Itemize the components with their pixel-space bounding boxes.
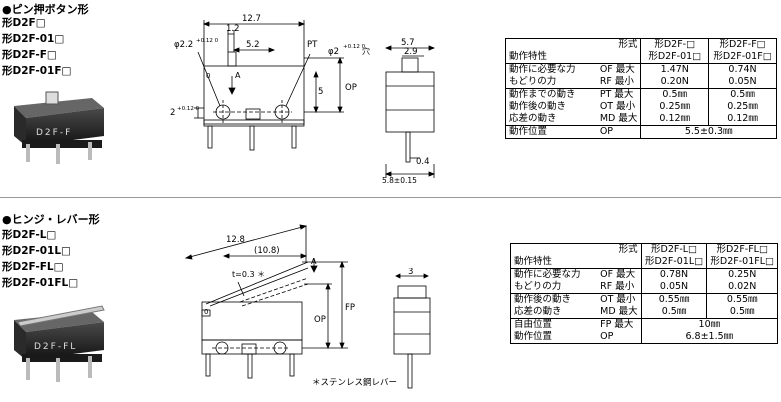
lever	[17, 305, 105, 327]
model-name: 形D2F-01FL□	[2, 277, 79, 289]
dim-5-8: 5.8±0.15	[382, 176, 417, 184]
model-name: 形D2F□	[2, 17, 46, 29]
table-header-corner: 形式 動作特性	[504, 38, 642, 64]
table-header-corner: 形式 動作特性	[510, 243, 642, 269]
model-name: 形D2F-01L□	[2, 245, 71, 257]
dim-hole-b-tol: +0.12 0	[343, 44, 366, 50]
dim-5-7: 5.7	[401, 38, 415, 48]
section1-model-list: 形D2F□ 形D2F-01□ 形D2F-F□ 形D2F-01F□	[2, 15, 71, 79]
column-header: 形D2F-L□形D2F-01L□	[640, 243, 708, 269]
dim-hole-b: φ2	[328, 47, 339, 57]
product-photo-pushbutton: D2F-F	[14, 91, 104, 164]
dim-2-9: 2.9	[404, 47, 418, 57]
dim-fp: FP	[345, 303, 355, 313]
dim-hole-b-unit: 穴	[362, 46, 370, 56]
section2-model-list: 形D2F-L□ 形D2F-01L□ 形D2F-FL□ 形D2F-01FL□	[2, 227, 78, 291]
model-name: 形D2F-01□	[2, 33, 65, 45]
dim-op: OP	[314, 315, 326, 325]
model-name: 形D2F-F□	[2, 49, 57, 61]
dim-2: 2	[170, 108, 175, 118]
dim-t: t=0.3 ＊	[232, 270, 265, 279]
lever-material-note: ＊ステンレス鋼レバー	[312, 378, 398, 388]
dim-0-4: 0.4	[416, 157, 430, 167]
svg-text:0: 0	[206, 72, 210, 80]
dim-hole-a: φ2.2	[174, 40, 193, 50]
dim-2-tol: +0.12 0	[177, 106, 200, 112]
dim-hole-a-tol: +0.12 0	[196, 38, 219, 44]
column-header: 形D2F-□形D2F-01□	[640, 38, 710, 64]
product-photo-hinge-lever: D2F-FL	[14, 305, 105, 382]
front-view-drawing-pushbutton: 0 12.7 1.2 5.2 φ2.2 +0.12 0 PT φ2 +0.12 …	[170, 14, 370, 151]
photo-label: D2F-FL	[34, 342, 77, 352]
section-divider	[0, 197, 781, 198]
dim-3: 3	[408, 268, 413, 277]
actuator-button	[45, 91, 59, 105]
dim-5-2: 5.2	[246, 40, 260, 50]
photo-label: D2F-F	[36, 128, 72, 138]
section1-title: ●ピン押ボタン形	[2, 3, 89, 16]
dim-12-8: 12.8	[226, 235, 245, 245]
dim-1-2: 1.2	[226, 24, 240, 34]
dim-12-7: 12.7	[242, 14, 261, 24]
dim-5: 5	[318, 87, 323, 97]
column-header: 形D2F-FL□形D2F-01FL□	[706, 243, 778, 269]
front-view-drawing-hinge-lever: 0 12.8 (10.8) t=0.3 ＊ A FP OP	[184, 224, 355, 379]
column-header: 形D2F-F□形D2F-01F□	[708, 38, 777, 64]
model-name: 形D2F-L□	[2, 229, 57, 241]
spec-table-hinge-lever: 形式 動作特性 形D2F-L□形D2F-01L□ 形D2F-FL□形D2F-01…	[510, 243, 779, 344]
section2-title: ●ヒンジ・レバー形	[2, 213, 100, 226]
side-view-drawing-pushbutton: 5.7 2.9 0.4 5.8±0.15	[382, 38, 436, 184]
table-row: 動作位置 OP 5.5±0.3㎜	[504, 125, 777, 139]
dim-a-label: A	[311, 257, 317, 266]
dim-pt: PT	[307, 40, 318, 50]
svg-text:0: 0	[204, 308, 208, 316]
model-name: 形D2F-01F□	[2, 65, 72, 77]
model-name: 形D2F-FL□	[2, 261, 64, 273]
dim-op: OP	[345, 83, 357, 93]
dim-10-8: (10.8)	[254, 246, 280, 256]
side-view-drawing-hinge-lever: 3	[393, 268, 431, 389]
dim-a-label: A	[235, 71, 241, 80]
spec-table-pushbutton: 形式 動作特性 形D2F-□形D2F-01□ 形D2F-F□形D2F-01F□ …	[504, 38, 777, 139]
